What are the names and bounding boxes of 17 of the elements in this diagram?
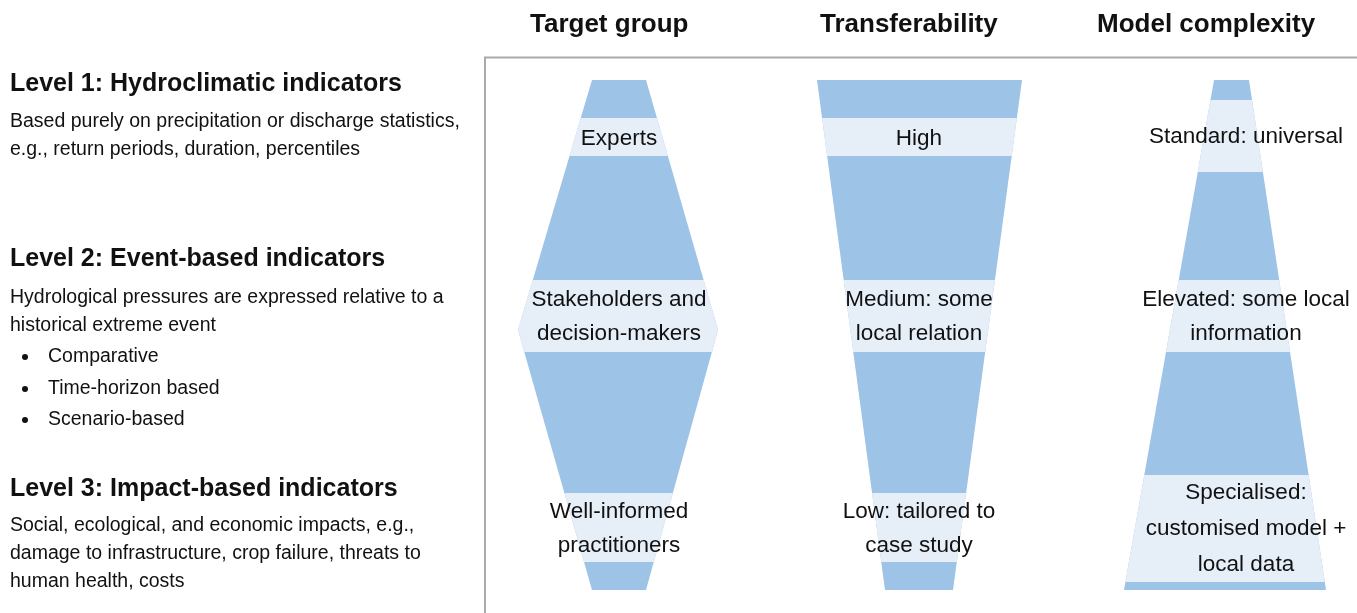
level-description: Social, ecological, and economic impacts, e.g., damage to infrastructure, crop failure, threats to human health, costs (10, 512, 422, 593)
funnel-band-label: Elevated: some local information (1138, 282, 1354, 350)
bullet-item: Comparative (48, 344, 159, 367)
level-heading: Level 1: Hydroclimatic indicators (10, 68, 402, 97)
funnel-band-label: Well-informed practitioners (519, 494, 719, 562)
funnel-band-label: Specialised: customised model + local data (1128, 474, 1357, 582)
bullet-item: Scenario-based (48, 407, 185, 430)
level-heading: Level 2: Event-based indicators (10, 243, 386, 272)
column-heading: Model complexity (1097, 8, 1316, 39)
level-description: Based purely on precipitation or discharge statistics, e.g., return periods, duration, percentiles (10, 108, 461, 161)
level-heading: Level 3: Impact-based indicators (10, 473, 398, 502)
funnel-band-label: Standard: universal (1146, 119, 1346, 153)
level-description: Hydrological pressures are expressed relative to a historical extreme event (10, 284, 445, 337)
funnel-band-label: Stakeholders and decision-makers (511, 282, 727, 350)
bullet-item: Time-horizon based (48, 376, 220, 399)
column-heading: Target group (530, 8, 689, 39)
column-heading: Transferability (820, 8, 998, 39)
